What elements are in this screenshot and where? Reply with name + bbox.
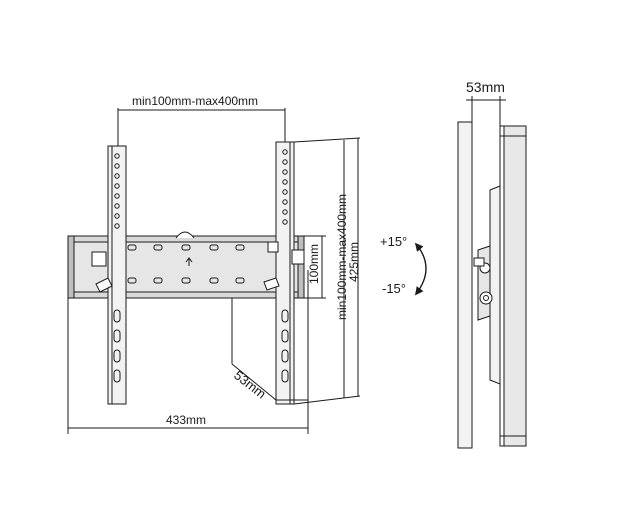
dim-total-width [67,270,309,434]
label-tilt-up: +15° [380,234,408,249]
left-arm [91,145,127,405]
label-front-vesa-width: min100mm-max400mm [132,94,259,108]
dim-front-depth [231,298,308,401]
mount-profile [473,185,501,385]
right-arm [263,141,305,405]
dim-vesa-height [293,137,361,405]
label-total-height: 425mm [347,241,362,283]
side-view [457,96,527,449]
label-front-total-width: 433mm [166,413,207,427]
label-bracket-height: 100mm [307,243,322,285]
front-view [67,108,361,434]
tilt-arrow [414,242,427,296]
label-tilt-down: -15° [382,281,406,296]
tv-panel [499,125,527,447]
dim-vesa-width [117,108,286,146]
wall [457,121,473,449]
dim-bracket-height [304,235,326,299]
label-side-depth: 53mm [466,79,505,95]
dim-side-depth [466,96,506,126]
